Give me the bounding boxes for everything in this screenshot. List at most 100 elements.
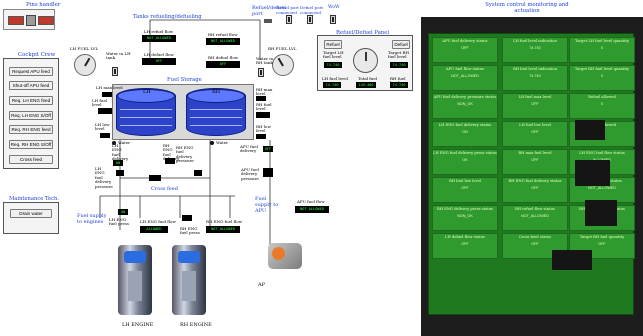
req-lh-eng-soff-button[interactable]: Req. LH ENG S/Off	[9, 111, 53, 120]
lh-tank-label: LH	[143, 89, 151, 95]
refuel-connected-switch[interactable]	[286, 15, 292, 24]
lh-water-label: Water in LH tank	[106, 51, 131, 61]
pcb-status-value: ON	[462, 130, 468, 134]
apu-delivery-label: APU fuel delivery	[240, 144, 258, 154]
fuel-storage-label: Fuel Storage	[167, 77, 202, 83]
apu-fuel-flow-display: NOT_ALLOWED	[295, 206, 329, 213]
rh-defuel-flow-label: RH defuel flow	[208, 55, 239, 60]
shutoff-apu-feed-button[interactable]: Shut-off APU feed	[9, 81, 53, 90]
pcb-status-value: NOT_ALLOWED	[588, 186, 616, 190]
cockpit-panel: Request APU feed Shut-off APU feed Req. …	[3, 58, 59, 169]
fuel-supply-apu-label: Fuel supply to APU	[255, 196, 279, 214]
pcb-status-label: RH ENG delivery press status	[437, 207, 493, 211]
pin-handle-left[interactable]	[8, 16, 24, 25]
pcb-status-value: NON_OK	[457, 102, 473, 106]
rh-max-level-display	[256, 96, 266, 101]
rh-water-indicator	[210, 141, 214, 145]
lh-eng-fuel-press-display: ON	[118, 209, 128, 215]
lh-defuel-flow-label: LH defuel flow	[144, 52, 174, 57]
req-rh-eng-soff-button[interactable]: Req. RH ENG S/Off	[9, 140, 53, 149]
pcb-status-value: OFF	[598, 242, 606, 246]
target-knob[interactable]	[353, 48, 378, 73]
pcb-status-value: OFF	[531, 242, 539, 246]
pcb-chip	[575, 120, 605, 140]
tanks-title: Tanks refueling/defueling	[133, 14, 202, 20]
total-fuel-label: Total fuel	[358, 76, 378, 81]
defuel-connected-switch[interactable]	[307, 15, 313, 24]
defuel-connected-label: Defuel port connected	[300, 5, 324, 15]
wow-switch[interactable]	[330, 15, 336, 24]
fuel-supply-engines-label: Fuel supply to engines	[77, 213, 107, 225]
apu-image	[268, 243, 302, 269]
rh-fuel-level-label: RH fuel level	[256, 102, 272, 112]
rh-tank-label: RH	[212, 89, 221, 95]
request-apu-feed-button[interactable]: Request APU feed	[9, 67, 53, 76]
pins-handler-title: Pins handler	[26, 2, 61, 8]
pcb-status-value: 0	[600, 46, 604, 50]
lh-fuel-level-display	[98, 108, 112, 114]
pcb-status-label: RH fuel level indication	[512, 67, 558, 71]
lh-eng-fuel-flow-label: LH ENG fuel flow	[140, 219, 176, 224]
pcb-status-label: APU fuel delivery pressure status	[433, 95, 497, 99]
pcb-status-label: RH max fuel level	[518, 151, 552, 155]
cross-feed-button[interactable]: Cross feed	[9, 155, 53, 164]
rh-eng-pressure-label: RH ENG fuel delivery pressure	[176, 145, 194, 164]
pcb-status-value: NOT_ALLOWED	[521, 214, 549, 218]
pcb-status-label: APU fuel flow status	[446, 67, 484, 71]
lh-eng-delivery-label: LH ENG fuel delivery	[112, 143, 129, 162]
pcb-status-value: NON_OK	[457, 214, 473, 218]
lh-low-level-label: LH low level	[95, 122, 110, 132]
pcb-status-label: Target LH fuel level quantity	[575, 39, 629, 43]
pcb-status-label: LH ENG fuel flow status	[579, 151, 625, 155]
rh-eng-fuel-press-label: RH ENG fuel press	[180, 226, 200, 236]
maintenance-title: Maintenance Tech.	[9, 196, 59, 202]
defuel-button[interactable]: Defuel	[392, 40, 410, 49]
apu-pipe	[269, 140, 296, 247]
rh-water-switch[interactable]	[258, 68, 264, 77]
rh-eng-fuel-flow-display: NOT_ALLOWED	[206, 226, 240, 233]
apu-pressure-label: APU fuel delivery pressure	[241, 167, 259, 181]
rh-max-level-label: RH max level	[256, 87, 273, 97]
lh-eng-fuel-flow-display: ALLOWED	[140, 226, 168, 233]
pcb-status-value: OK	[462, 158, 468, 162]
pin-handle-right[interactable]	[38, 16, 54, 25]
pcb-status-value: NOT_ALLOWED	[451, 74, 479, 78]
pcb-status-label: RH refuel flow status	[515, 207, 555, 211]
total-fuel-display: 149.480	[356, 82, 376, 88]
drain-water-button[interactable]: Drain water	[10, 209, 52, 218]
rh-fuel-gauge	[272, 54, 294, 76]
lh-refuel-flow-label: LH refuel flow	[144, 29, 174, 34]
pin-handle-center[interactable]	[26, 15, 36, 26]
pcb-status-label: LH fuel max level	[518, 95, 552, 99]
cockpit-title: Cockpit Crew	[18, 52, 56, 58]
lh-water-switch[interactable]	[112, 67, 118, 76]
lh-max-level-display	[102, 92, 112, 97]
refuel-button[interactable]: Refuel	[324, 40, 342, 49]
refuel-connected-label: Refuel port connected	[276, 5, 299, 15]
wow-label: WoW	[328, 5, 340, 10]
rh-water-indicator-label: Water	[216, 140, 229, 145]
rh-low-level-label: RH low level	[256, 124, 271, 134]
rh-fuel-lvl-label: RH FUEL LVL	[268, 46, 297, 51]
pcb-status-label: LH defuel flow status	[445, 235, 485, 239]
apu-pressure-display	[263, 168, 273, 177]
lh-low-level-display	[100, 133, 110, 138]
lh-refuel-flow-display: NOT_ALLOWED	[142, 35, 176, 42]
pcb-status-label: LH fuel low level	[519, 123, 551, 127]
lh-fuel-gauge	[74, 54, 96, 76]
req-rh-eng-feed-button[interactable]: Req. RH ENG feed	[9, 125, 53, 134]
lh-fuel-level-label: LH fuel level	[92, 98, 108, 108]
req-lh-eng-feed-button[interactable]: Req. LH ENG feed	[9, 96, 53, 105]
lh-engine-label: LH ENGINE	[122, 322, 154, 328]
pcb-status-label: LH ENG fuel delivery status	[438, 123, 492, 127]
lh-eng-fuel-press-label: LH ENG fuel press	[109, 217, 129, 227]
